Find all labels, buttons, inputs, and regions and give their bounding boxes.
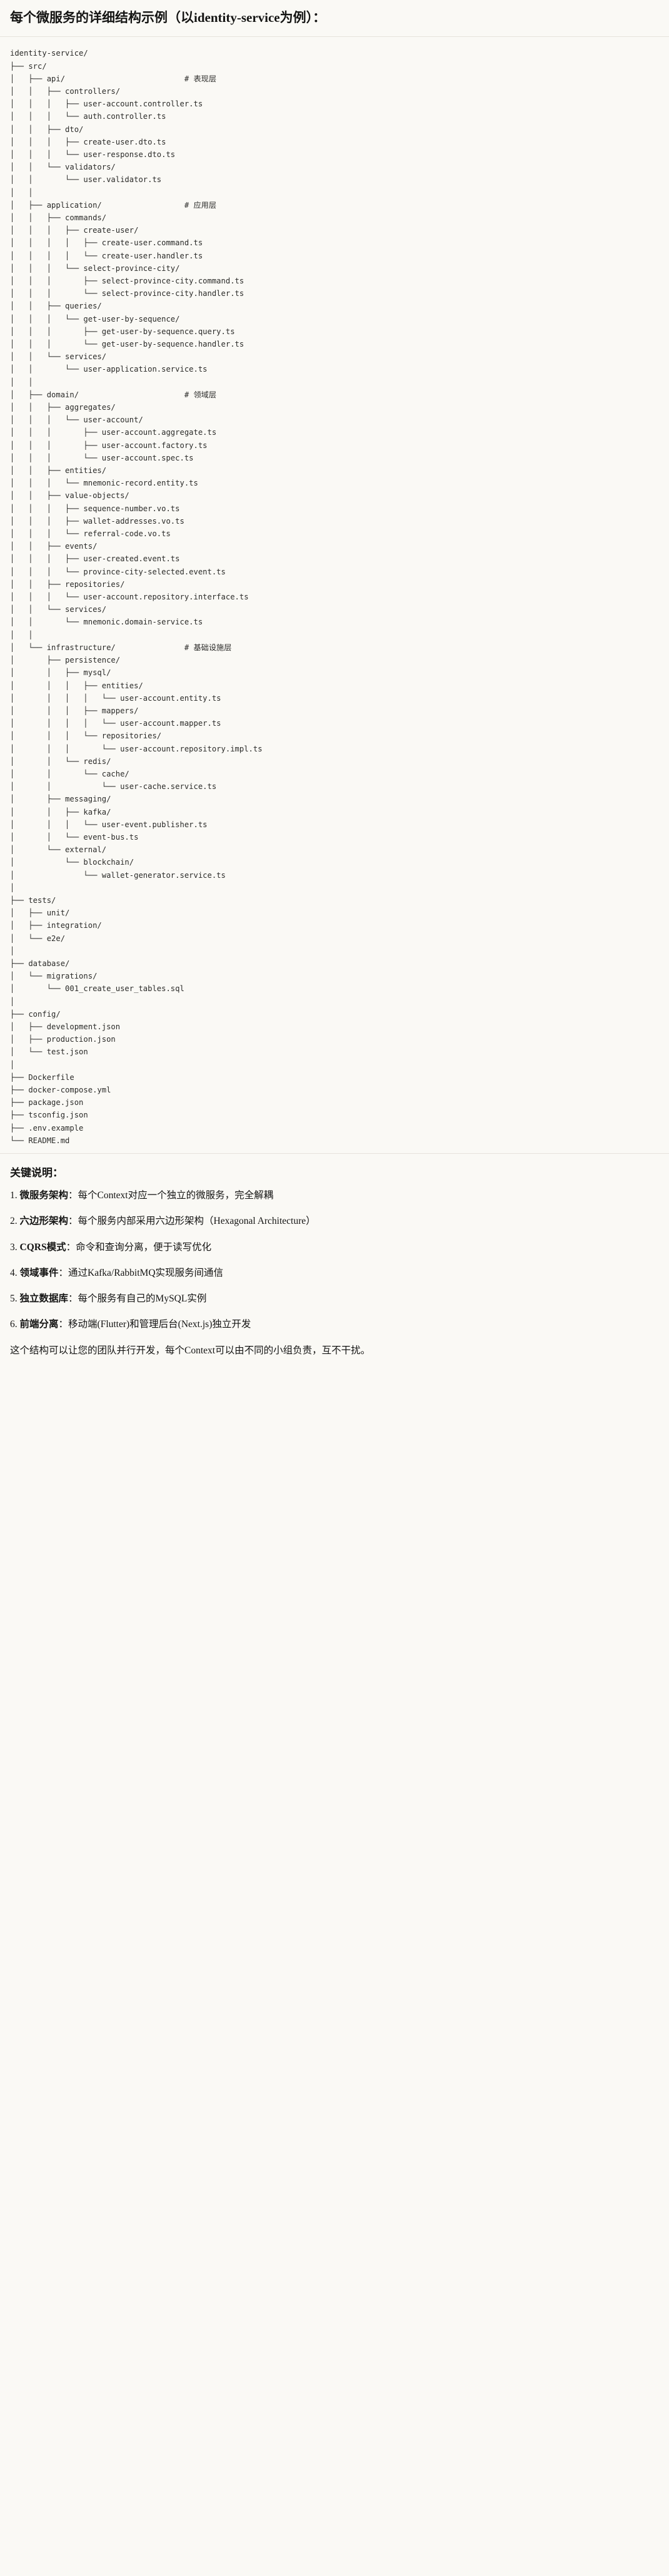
closing-paragraph: 这个结构可以让您的团队并行开发，每个Context可以由不同的小组负责，互不干扰…: [10, 1345, 371, 1356]
note-term: CQRS模式: [19, 1241, 66, 1253]
note-separator: ：: [68, 1190, 78, 1201]
note-term: 六边形架构: [19, 1216, 69, 1227]
note-term: 领域事件: [19, 1267, 59, 1278]
list-item: 领域事件：通过Kafka/RabbitMQ实现服务间通信: [10, 1266, 659, 1280]
note-separator: ：: [68, 1216, 78, 1227]
list-item: 微服务架构：每个Context对应一个独立的微服务，完全解耦: [10, 1188, 659, 1203]
note-separator: ：: [66, 1241, 76, 1253]
divider-top: [0, 36, 669, 38]
note-term: 前端分离: [19, 1319, 59, 1330]
key-points-title: 关键说明：: [10, 1167, 63, 1179]
list-item: 前端分离：移动端(Flutter)和管理后台(Next.js)独立开发: [10, 1317, 659, 1331]
directory-tree: identity-service/ ├── src/ │ ├── api/ # …: [10, 49, 263, 1145]
list-item: 六边形架构：每个服务内部采用六边形架构（Hexagonal Architectu…: [10, 1214, 659, 1228]
note-description: 每个服务有自己的MySQL实例: [78, 1293, 207, 1305]
note-separator: ：: [58, 1267, 69, 1278]
note-description: 移动端(Flutter)和管理后台(Next.js)独立开发: [68, 1319, 251, 1330]
document-page: 每个微服务的详细结构示例（以identity-service为例）： ident…: [0, 0, 669, 1370]
key-points-section: 关键说明： 微服务架构：每个Context对应一个独立的微服务，完全解耦 六边形…: [0, 1154, 669, 1370]
note-description: 每个Context对应一个独立的微服务，完全解耦: [78, 1190, 274, 1201]
note-description: 通过Kafka/RabbitMQ实现服务间通信: [68, 1267, 224, 1278]
key-points-list: 微服务架构：每个Context对应一个独立的微服务，完全解耦 六边形架构：每个服…: [10, 1188, 659, 1332]
page-title: 每个微服务的详细结构示例（以identity-service为例）：: [10, 10, 326, 25]
note-separator: ：: [58, 1319, 69, 1330]
note-separator: ：: [68, 1293, 78, 1305]
directory-tree-block: identity-service/ ├── src/ │ ├── api/ # …: [0, 37, 669, 1154]
note-description: 每个服务内部采用六边形架构（Hexagonal Architecture）: [78, 1216, 316, 1227]
note-term: 独立数据库: [19, 1293, 69, 1305]
divider-bottom: [0, 1153, 669, 1154]
list-item: CQRS模式：命令和查询分离，便于读写优化: [10, 1240, 659, 1255]
note-description: 命令和查询分离，便于读写优化: [76, 1241, 212, 1253]
note-term: 微服务架构: [19, 1190, 69, 1201]
list-item: 独立数据库：每个服务有自己的MySQL实例: [10, 1291, 659, 1306]
